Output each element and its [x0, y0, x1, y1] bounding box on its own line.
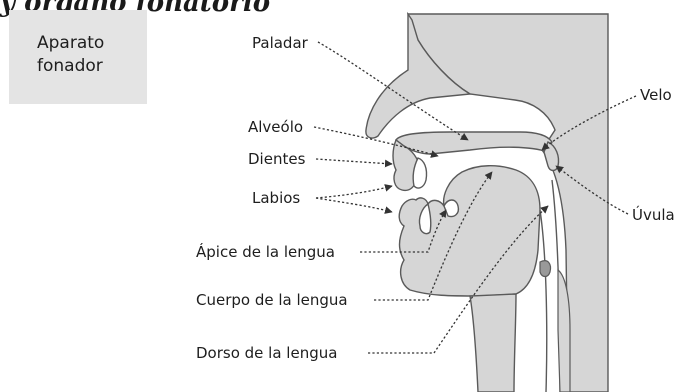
leader-labios-1 — [316, 186, 392, 198]
label-paladar: Paladar — [252, 34, 309, 52]
label-cuerpo: Cuerpo de la lengua — [196, 291, 348, 309]
epiglottis-shape — [540, 261, 551, 277]
leader-labios-2 — [316, 198, 392, 212]
neck-front-shape — [470, 294, 516, 392]
leader-dientes — [316, 159, 392, 164]
label-apice: Ápice de la lengua — [196, 242, 335, 261]
label-alveolo: Alveólo — [248, 118, 303, 136]
label-dientes: Dientes — [248, 150, 306, 168]
pharynx-wall — [540, 210, 547, 392]
label-velo: Velo — [640, 86, 672, 104]
palate-shape — [396, 132, 552, 154]
label-labios: Labios — [252, 189, 300, 207]
label-uvula: Úvula — [632, 205, 675, 224]
label-dorso: Dorso de la lengua — [196, 344, 337, 362]
